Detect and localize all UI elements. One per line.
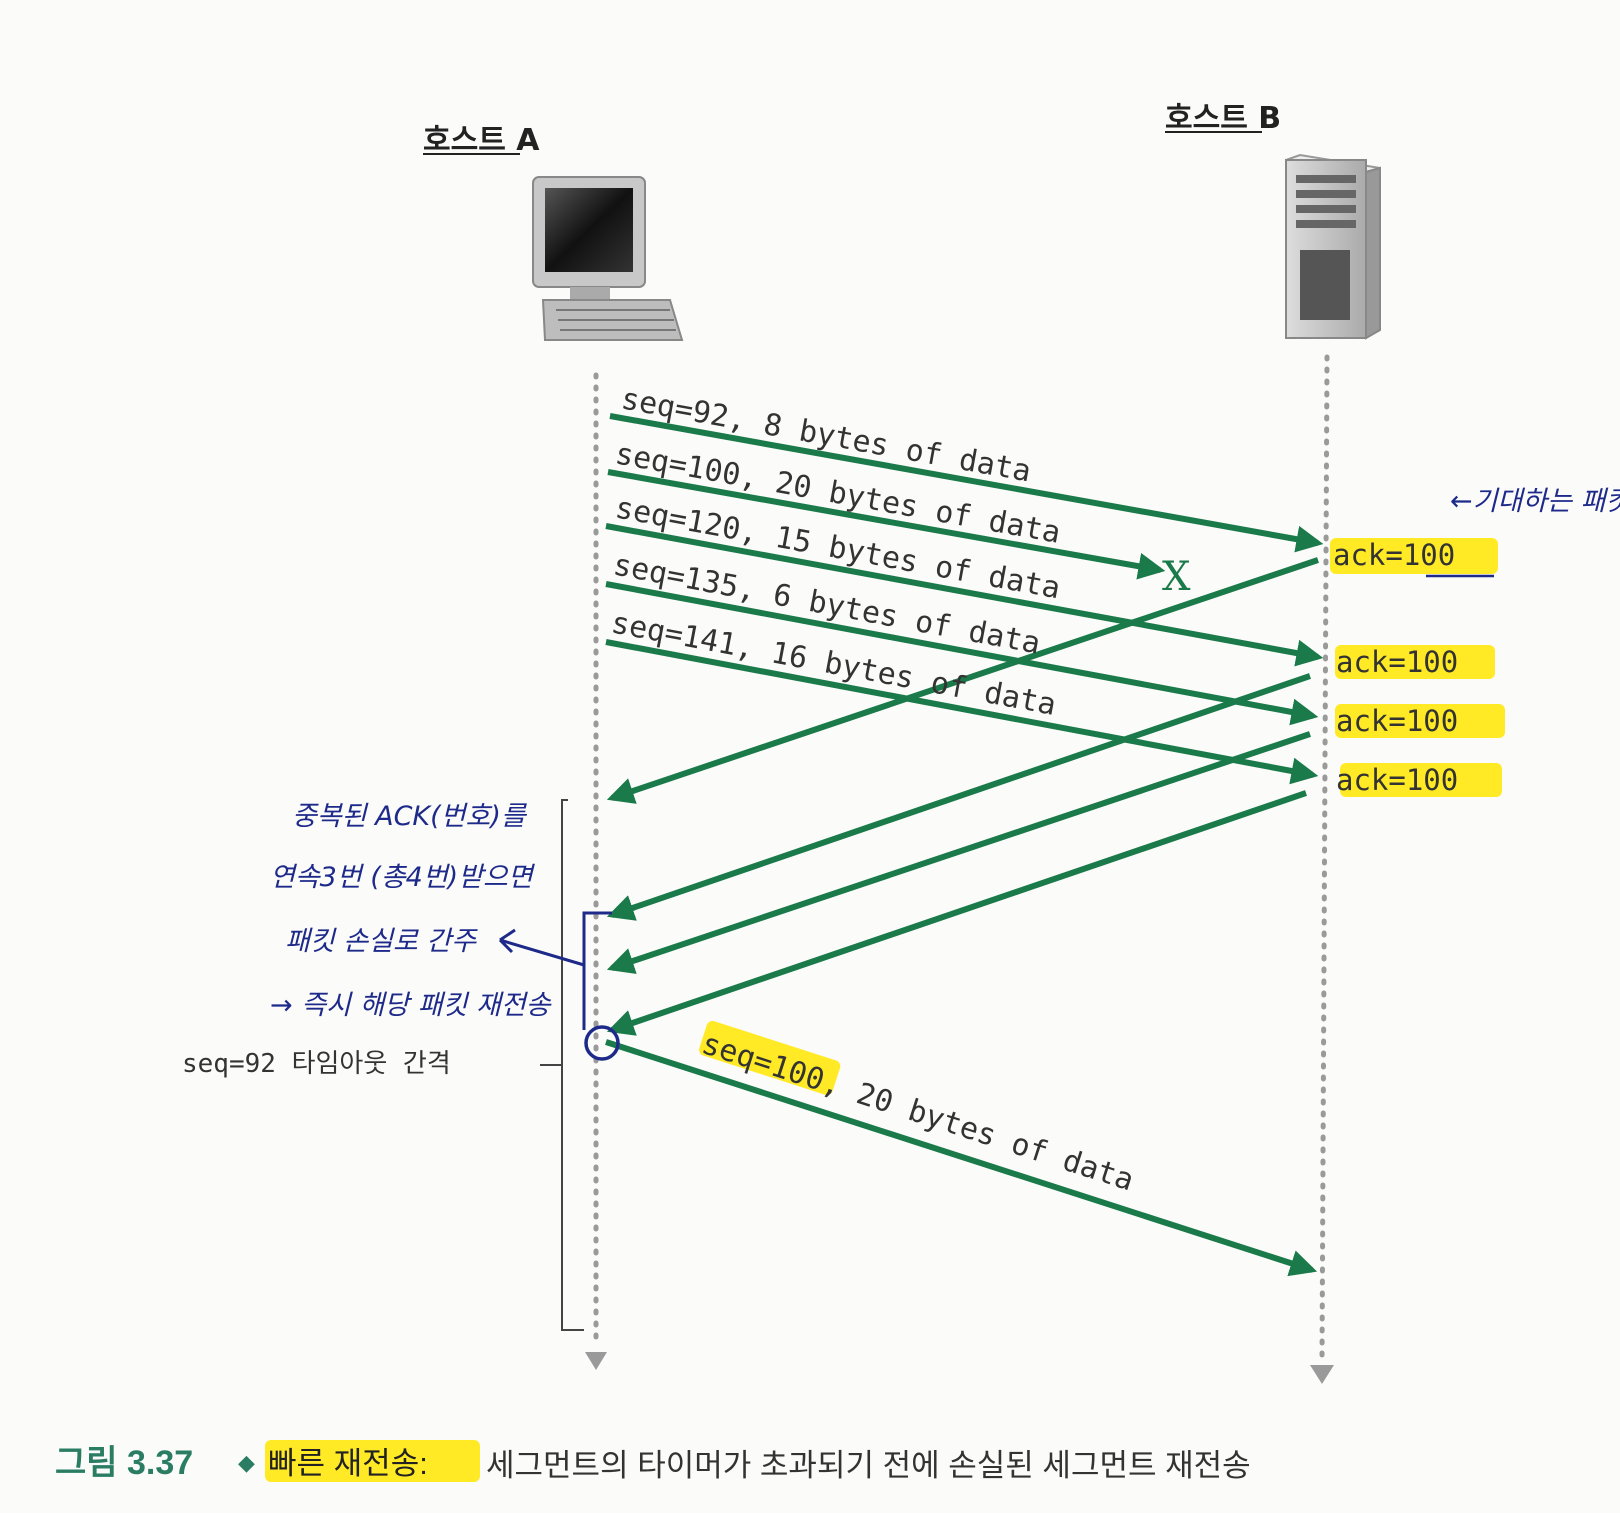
segment-arrow-3 — [605, 523, 1324, 667]
retransmit-circle — [584, 1025, 620, 1061]
ack-highlight-1 — [1330, 538, 1498, 574]
segment-arrow-2-lost — [607, 469, 1166, 580]
note-line-2: 연속3번 (총4번)받으면 — [270, 862, 536, 893]
retransmission-label: seq=100, 20 bytes of data — [698, 1026, 1138, 1198]
desktop-computer-icon — [532, 176, 684, 341]
caption-text: 세그먼트의 타이머가 초과되기 전에 손실된 세그먼트 재전송 — [486, 1448, 1251, 1483]
note-line-3: 패킷 손실로 간주 — [285, 926, 478, 957]
timeout-label: seq=92 타임아웃 간격 — [182, 1049, 451, 1079]
ack-label-4: ack=100 — [1336, 763, 1458, 797]
caption-title: 빠른 재전송: — [268, 1446, 428, 1481]
server-tower-icon — [1285, 153, 1381, 340]
duplicate-ack-bracket — [582, 911, 612, 1030]
ack-label-2: ack=100 — [1336, 645, 1458, 679]
ack-arrow-2 — [606, 673, 1311, 921]
caption-bullet: ◆ — [238, 1451, 255, 1476]
caption-title-highlight — [265, 1440, 480, 1482]
ack-highlight-2 — [1335, 645, 1495, 679]
host-a-label: 호스트 A — [423, 123, 540, 158]
ack-arrow-1 — [606, 557, 1319, 804]
host-a-timeline-arrow — [585, 1352, 607, 1370]
host-b-timeline-arrow — [1310, 1365, 1334, 1384]
ack-label-3: ack=100 — [1336, 704, 1458, 738]
ack-label-1: ack=100 — [1333, 538, 1455, 572]
segment-arrow-4 — [605, 581, 1319, 726]
note-line-4: → 즉시 해당 패킷 재전송 — [270, 990, 552, 1021]
note-pointer-arrow — [498, 928, 585, 967]
ack-arrow-4 — [606, 790, 1307, 1036]
segment-arrow-1 — [609, 413, 1324, 553]
note-expected-packet: ←기대하는 패킷 — [1450, 486, 1620, 517]
segment-arrow-5 — [605, 639, 1319, 785]
ack-highlight-3 — [1335, 704, 1505, 738]
timeout-bracket — [561, 799, 584, 1331]
ack-arrow-3 — [606, 731, 1311, 974]
caption-number: 그림 3.37 — [55, 1444, 193, 1482]
host-b-label: 호스트 B — [1165, 101, 1281, 136]
retransmission-highlight — [699, 1020, 841, 1096]
ack-highlight-4 — [1340, 763, 1502, 797]
retransmission-arrow — [605, 1039, 1318, 1277]
loss-marker: X — [1162, 554, 1191, 600]
host-b-timeline — [1319, 354, 1330, 1363]
note-line-1: 중복된 ACK(번호)를 — [292, 801, 528, 832]
